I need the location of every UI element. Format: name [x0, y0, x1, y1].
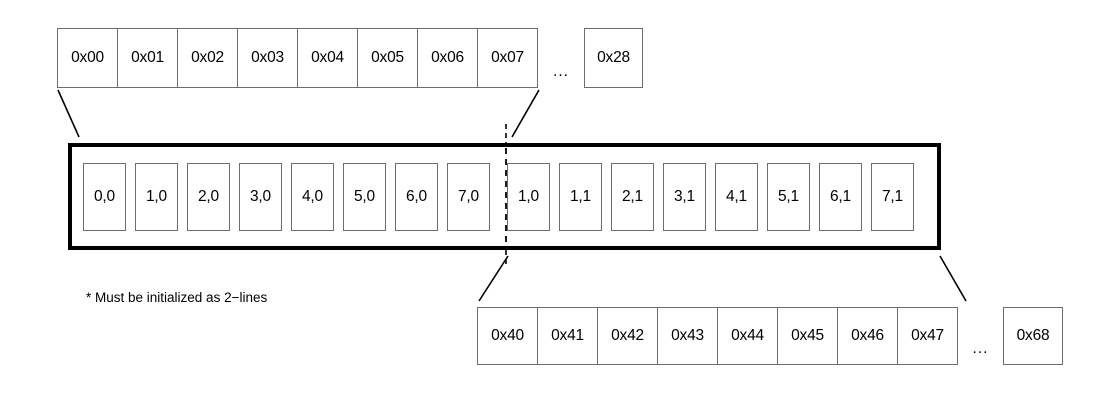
cache-word-cell: 7,0: [447, 163, 490, 231]
bottom-row-ellipsis: ...: [972, 339, 989, 357]
cache-word-cell: 5,0: [343, 163, 386, 231]
hex-cell: 0x43: [657, 307, 718, 365]
hex-cell: 0x45: [777, 307, 838, 365]
hex-cell: 0x06: [417, 28, 478, 88]
hex-cell-last: 0x28: [584, 28, 643, 88]
cache-word-cell: 1,0: [507, 163, 550, 231]
cache-word-cell: 1,1: [559, 163, 602, 231]
cache-word-cell: 3,1: [663, 163, 706, 231]
top-row-ellipsis: ...: [553, 62, 569, 80]
hex-cell: 0x44: [717, 307, 778, 365]
hex-cell-last: 0x68: [1003, 307, 1063, 365]
cache-word-cell: 1,0: [135, 163, 178, 231]
leader-line-bottom-left: [478, 255, 509, 302]
top-address-row: 0x00 0x01 0x02 0x03 0x04 0x05 0x06 0x07 …: [57, 28, 643, 88]
hex-cell: 0x41: [537, 307, 598, 365]
cache-word-cell: 4,1: [715, 163, 758, 231]
hex-cell: 0x00: [57, 28, 118, 88]
hex-cell: 0x47: [897, 307, 958, 365]
leader-line-bottom-right: [939, 255, 967, 302]
hex-cell: 0x01: [117, 28, 178, 88]
leader-line-top-right: [511, 89, 540, 138]
cache-word-cell: 3,0: [239, 163, 282, 231]
leader-line-top-left: [57, 89, 80, 138]
cache-word-cell: 0,0: [83, 163, 126, 231]
cache-word-cell: 6,0: [395, 163, 438, 231]
hex-cell: 0x02: [177, 28, 238, 88]
hex-cell: 0x46: [837, 307, 898, 365]
cache-word-cell: 5,1: [767, 163, 810, 231]
bottom-address-row: 0x40 0x41 0x42 0x43 0x44 0x45 0x46 0x47 …: [477, 307, 1063, 365]
cache-word-cell: 2,1: [611, 163, 654, 231]
cache-line-cells: 0,0 1,0 2,0 3,0 4,0 5,0 6,0 7,0 1,0 1,1 …: [83, 163, 914, 231]
cache-word-cell: 6,1: [819, 163, 862, 231]
hex-cell: 0x40: [477, 307, 538, 365]
cache-word-cell: 2,0: [187, 163, 230, 231]
initialization-note: * Must be initialized as 2−lines: [86, 290, 268, 305]
cache-word-cell: 4,0: [291, 163, 334, 231]
hex-cell: 0x04: [297, 28, 358, 88]
hex-cell: 0x07: [477, 28, 538, 88]
cache-word-cell: 7,1: [871, 163, 914, 231]
hex-cell: 0x42: [597, 307, 658, 365]
